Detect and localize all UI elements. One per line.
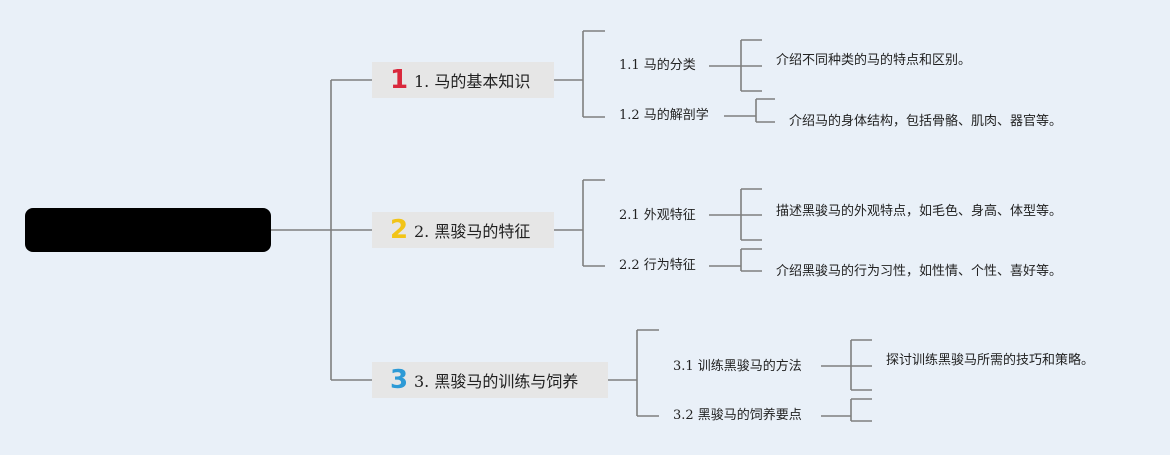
branch-3-label: 3. 黑骏马的训练与饲养 (414, 372, 579, 391)
branch-3-node[interactable]: 3 3. 黑骏马的训练与饲养 (372, 362, 608, 398)
subtopic-3-2[interactable]: 3.2 黑骏马的饲养要点 (673, 408, 802, 423)
root-node[interactable] (25, 208, 271, 252)
branch-2-label: 2. 黑骏马的特征 (414, 222, 531, 241)
subtopic-1-2[interactable]: 1.2 马的解剖学 (619, 108, 709, 123)
number-2-icon: 2 (389, 215, 409, 245)
description-2-2: 介绍黑骏马的行为习性，如性情、个性、喜好等。 (776, 264, 1063, 279)
branch-1-label: 1. 马的基本知识 (414, 72, 531, 91)
number-3-icon: 3 (389, 365, 409, 395)
subtopic-1-1[interactable]: 1.1 马的分类 (619, 58, 696, 73)
number-1-icon: 1 (389, 65, 409, 95)
subtopic-2-1[interactable]: 2.1 外观特征 (619, 208, 696, 223)
description-2-1: 描述黑骏马的外观特点，如毛色、身高、体型等。 (776, 204, 1063, 219)
description-1-2: 介绍马的身体结构，包括骨骼、肌肉、器官等。 (789, 114, 1063, 129)
branch-2-node[interactable]: 2 2. 黑骏马的特征 (372, 212, 554, 248)
branch-1-node[interactable]: 1 1. 马的基本知识 (372, 62, 554, 98)
description-3-1: 探讨训练黑骏马所需的技巧和策略。 (886, 353, 1095, 368)
subtopic-2-2[interactable]: 2.2 行为特征 (619, 258, 696, 273)
description-1-1: 介绍不同种类的马的特点和区别。 (776, 53, 972, 68)
subtopic-3-1[interactable]: 3.1 训练黑骏马的方法 (673, 359, 802, 374)
